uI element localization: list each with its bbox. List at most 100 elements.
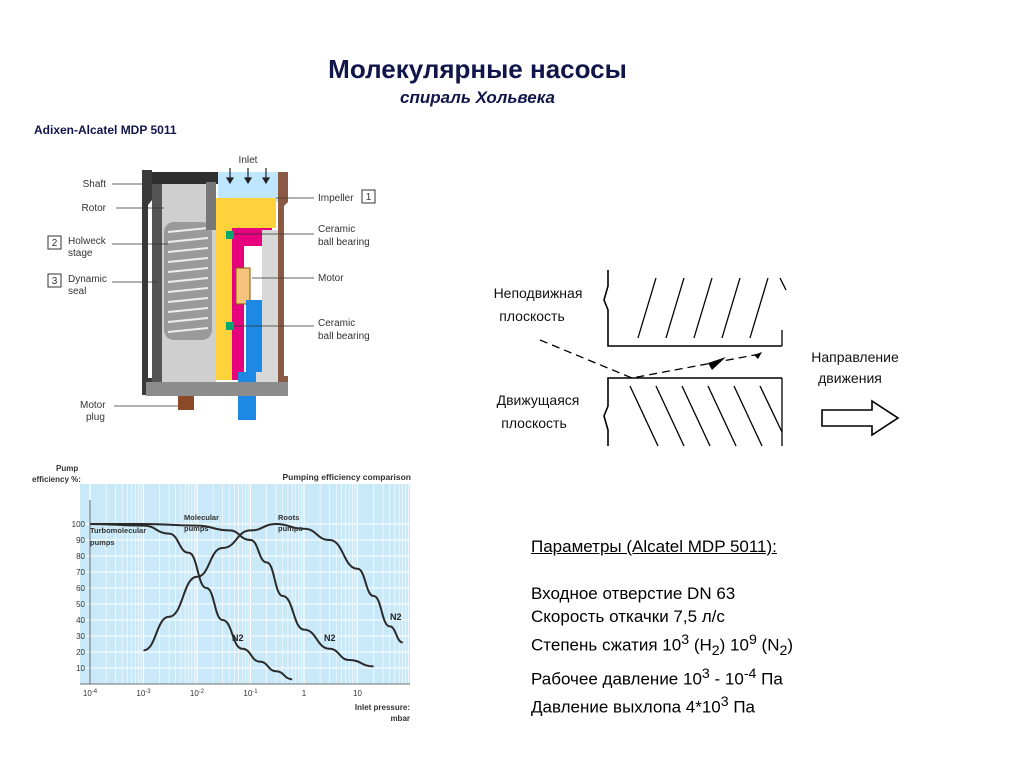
pump-casing-right — [278, 172, 288, 395]
chart-xlabel-1: Inlet pressure: — [355, 703, 410, 712]
y-tick-label: 60 — [76, 584, 85, 593]
param-compression: Степень сжатия 103 (H2) 109 (N2) — [531, 631, 794, 659]
param-inlet: Входное отверстие DN 63 — [531, 583, 736, 603]
y-tick-label: 20 — [76, 648, 85, 657]
label-moving-2: плоскость — [501, 415, 566, 431]
number-box-1 — [361, 189, 376, 204]
series-label-roots-1: Roots — [278, 513, 299, 522]
label-ball-bearing-2: ball bearing — [318, 331, 370, 342]
number-2: 2 — [52, 238, 58, 249]
label-motor-plug-2: plug — [86, 412, 105, 423]
y-tick-label: 30 — [76, 632, 85, 641]
label-moving-1: Движущаяся — [497, 392, 580, 408]
series-line-2 — [143, 522, 403, 652]
label-impeller: Impeller — [318, 193, 354, 204]
pump-rotor — [216, 198, 276, 380]
pump-left-shell — [152, 184, 162, 388]
chart-series — [89, 522, 403, 681]
principle-diagram: Неподвижная плоскость Движущаяся плоскос… — [494, 270, 900, 447]
ceramic-bearing-top — [226, 231, 234, 239]
label-ceramic-1: Ceramic — [318, 224, 355, 235]
x-tick-label: 10-3 — [136, 689, 151, 698]
series-label-turbo-1: Turbomolecular — [90, 526, 146, 535]
cooling-channel — [246, 300, 262, 372]
label-fixed-1: Неподвижная — [494, 285, 583, 301]
chart-title: Pumping efficiency comparison — [283, 472, 411, 482]
x-tick-label: 10-2 — [190, 689, 205, 698]
chart-x-ticks: 10-4 10-3 10-2 10-1 1 10 — [83, 689, 363, 698]
label-ceramic-2: Ceramic — [318, 318, 355, 329]
inlet-arrows — [225, 168, 271, 185]
pump-right-body — [256, 230, 278, 388]
series-label-roots-2: pumps — [278, 524, 303, 533]
label-motor-plug-1: Motor — [80, 400, 106, 411]
direction-arrow — [821, 399, 900, 437]
chart-background — [80, 484, 410, 684]
y-tick-label: 10 — [76, 664, 85, 673]
y-tick-label: 100 — [72, 520, 86, 529]
y-tick-label: 80 — [76, 552, 85, 561]
number-box-3 — [47, 273, 62, 288]
label-holweck-stage: stage — [68, 248, 93, 259]
series-line-1 — [89, 523, 374, 668]
y-tick-label: 40 — [76, 616, 85, 625]
slide-title: Молекулярные насосы — [328, 54, 627, 84]
y-tick-label: 70 — [76, 568, 85, 577]
x-tick-label: 10 — [353, 689, 362, 698]
x-tick-label: 10-4 — [83, 689, 98, 698]
pump-diagram: Shaft Rotor 2 Holweck stage 3 Dynamic se… — [47, 155, 376, 423]
pump-shaft — [206, 182, 216, 230]
param-speed: Скорость откачки 7,5 л/с — [531, 607, 725, 626]
motor-coil — [235, 267, 251, 305]
series-line-0 — [89, 523, 293, 681]
series-label-molecular-1: Molecular — [184, 513, 219, 522]
motor-plug — [178, 396, 194, 410]
label-fixed-2: плоскость — [499, 308, 564, 324]
number-1: 1 — [366, 192, 372, 203]
label-shaft: Shaft — [83, 179, 107, 190]
param-exhaust-pressure: Давление выхлопа 4*103 Па — [531, 694, 756, 717]
label-direction-2: движения — [818, 370, 882, 386]
x-tick-label: 10-1 — [243, 689, 258, 698]
label-dynamic: Dynamic — [68, 274, 107, 285]
number-box-2 — [47, 235, 62, 250]
curve-label-roots: N2 — [390, 612, 402, 622]
molecule-arrow — [708, 357, 726, 370]
pump-casing — [142, 170, 152, 395]
series-label-turbo-2: pumps — [90, 538, 115, 547]
pump-base — [146, 382, 288, 396]
params-heading: Параметры (Alcatel MDP 5011): — [531, 537, 777, 556]
molecule-head — [754, 352, 762, 359]
param-working-pressure: Рабочее давление 103 - 10-4 Па — [531, 666, 783, 689]
label-motor: Motor — [318, 273, 344, 284]
chart-ylabel-2: efficiency %: — [32, 475, 81, 484]
ceramic-bearing-bottom — [226, 322, 234, 330]
model-label: Adixen-Alcatel MDP 5011 — [34, 123, 177, 137]
x-tick-label: 1 — [302, 689, 307, 698]
holweck-threads — [167, 227, 209, 333]
chart-xlabel-2: mbar — [390, 714, 410, 723]
label-ball-bearing-1: ball bearing — [318, 237, 370, 248]
series-label-molecular-2: pumps — [184, 524, 209, 533]
y-tick-label: 50 — [76, 600, 85, 609]
pump-inlet-area — [218, 172, 286, 202]
label-holweck: Holweck — [68, 236, 107, 247]
curve-label-molecular: N2 — [324, 633, 336, 643]
label-inlet: Inlet — [239, 155, 258, 166]
moving-plate — [603, 377, 782, 446]
chart-ylabel-1: Pump — [56, 464, 78, 473]
chart-y-ticks: 10 20 30 40 50 60 70 80 90 100 — [72, 520, 86, 673]
pump-casing-left — [152, 172, 218, 184]
number-3: 3 — [52, 276, 58, 287]
label-seal: seal — [68, 286, 86, 297]
label-rotor: Rotor — [82, 203, 107, 214]
fixed-plate-hatching — [637, 277, 787, 346]
params-block: Параметры (Alcatel MDP 5011): Входное от… — [531, 535, 793, 719]
y-tick-label: 90 — [76, 536, 85, 545]
label-direction-1: Направление — [811, 349, 899, 365]
fixed-plate — [603, 270, 782, 347]
leader-lines — [112, 183, 314, 407]
curve-label-turbo: N2 — [232, 633, 244, 643]
moving-plate-hatching — [629, 378, 783, 447]
